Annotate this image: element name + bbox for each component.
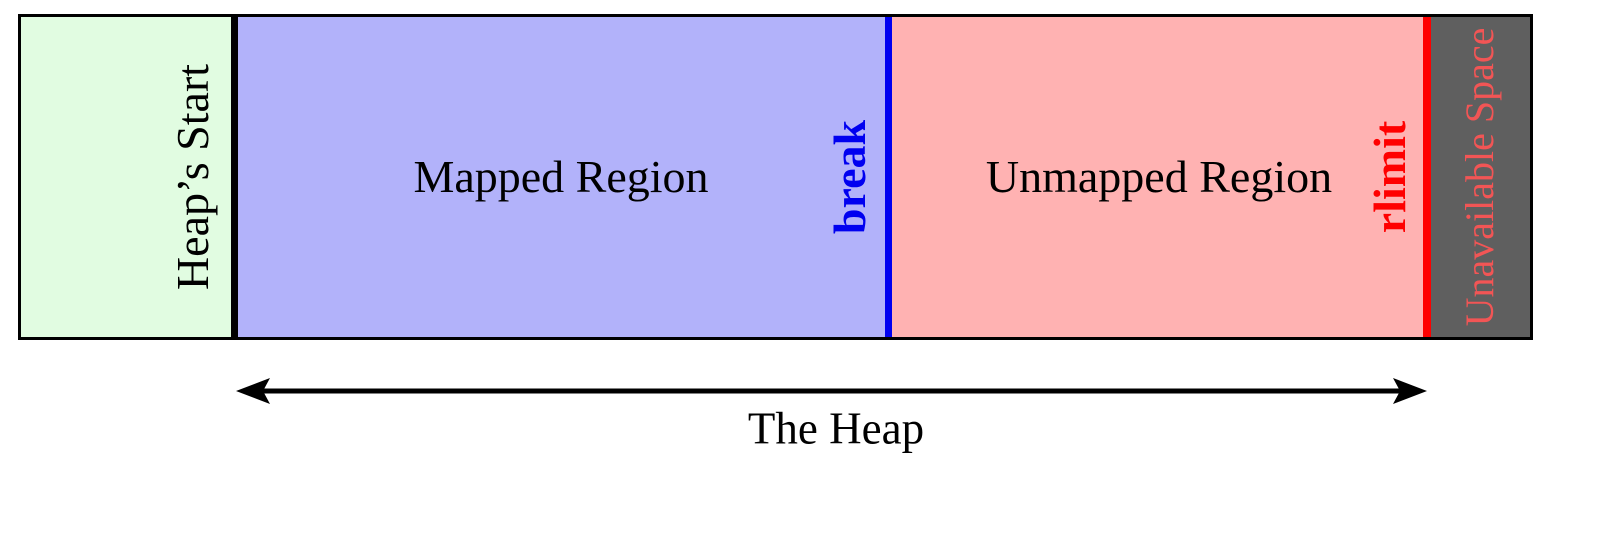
break-line (885, 17, 892, 337)
label-mapped-region: Mapped Region (413, 151, 709, 202)
label-rlimit: rlimit (1364, 120, 1415, 234)
label-the-heap: The Heap (747, 403, 925, 454)
region-pre-heap (21, 17, 231, 337)
memory-bar: Heap’s Start Mapped Region break Unmappe… (18, 14, 1533, 340)
label-break: break (824, 119, 875, 235)
region-unavailable (1431, 17, 1530, 337)
rlimit-line (1423, 17, 1431, 337)
label-unavailable-space: Unavailable Space (1457, 27, 1502, 327)
arrow-head-left-icon (236, 378, 270, 404)
region-unmapped (892, 17, 1423, 337)
heap-extent-arrow (236, 378, 1427, 404)
label-unmapped-region: Unmapped Region (985, 151, 1333, 202)
heap-start-line (231, 17, 238, 337)
label-heaps-start: Heap’s Start (167, 63, 218, 291)
arrow-head-right-icon (1393, 378, 1427, 404)
region-mapped (238, 17, 885, 337)
